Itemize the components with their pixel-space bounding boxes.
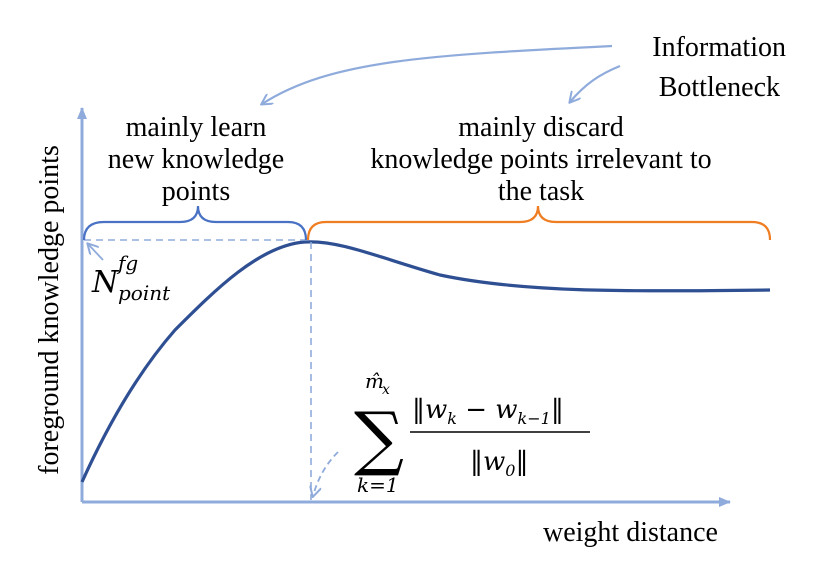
learn-label-line1: mainly learn <box>126 112 267 143</box>
ib-arrow-to-learn <box>262 44 613 104</box>
svg-text:point: point <box>118 281 171 305</box>
knowledge-curve <box>80 240 771 483</box>
weight-distance-formula: m̂ x ∑ k=1 ‖wk − wk−1‖ ‖w0‖ <box>354 369 590 497</box>
svg-text:fg: fg <box>116 251 138 275</box>
discard-phase-brace <box>306 205 772 241</box>
svg-text:x: x <box>382 382 390 398</box>
sum-upper-limit: m̂ <box>365 369 384 393</box>
discard-label-line3: the task <box>498 176 584 207</box>
sum-sign: ∑ <box>354 397 404 479</box>
discard-label-line1: mainly discard <box>458 112 624 143</box>
svg-text:N: N <box>91 265 120 300</box>
ib-label-line1: Information <box>652 32 786 63</box>
x-axis-label: weight distance <box>543 517 718 548</box>
n-point-fg-label: N fg point <box>91 251 171 305</box>
sum-lower-limit: k=1 <box>357 473 399 497</box>
svg-text:‖wk − wk−1‖: ‖wk − wk−1‖ <box>412 395 564 428</box>
discard-label-line2: knowledge points irrelevant to <box>370 144 711 175</box>
y-axis-label: foreground knowledge points <box>34 145 65 475</box>
n-point-arrow <box>88 244 104 261</box>
sum-arrow <box>313 451 339 496</box>
learn-label-line3: points <box>162 176 230 207</box>
learn-label-line2: new knowledge <box>108 144 285 175</box>
ib-label-line2: Bottleneck <box>659 72 780 103</box>
ib-arrow-to-discard <box>570 64 621 102</box>
svg-text:‖w0‖: ‖w0‖ <box>470 447 528 480</box>
learn-phase-brace <box>82 205 308 241</box>
